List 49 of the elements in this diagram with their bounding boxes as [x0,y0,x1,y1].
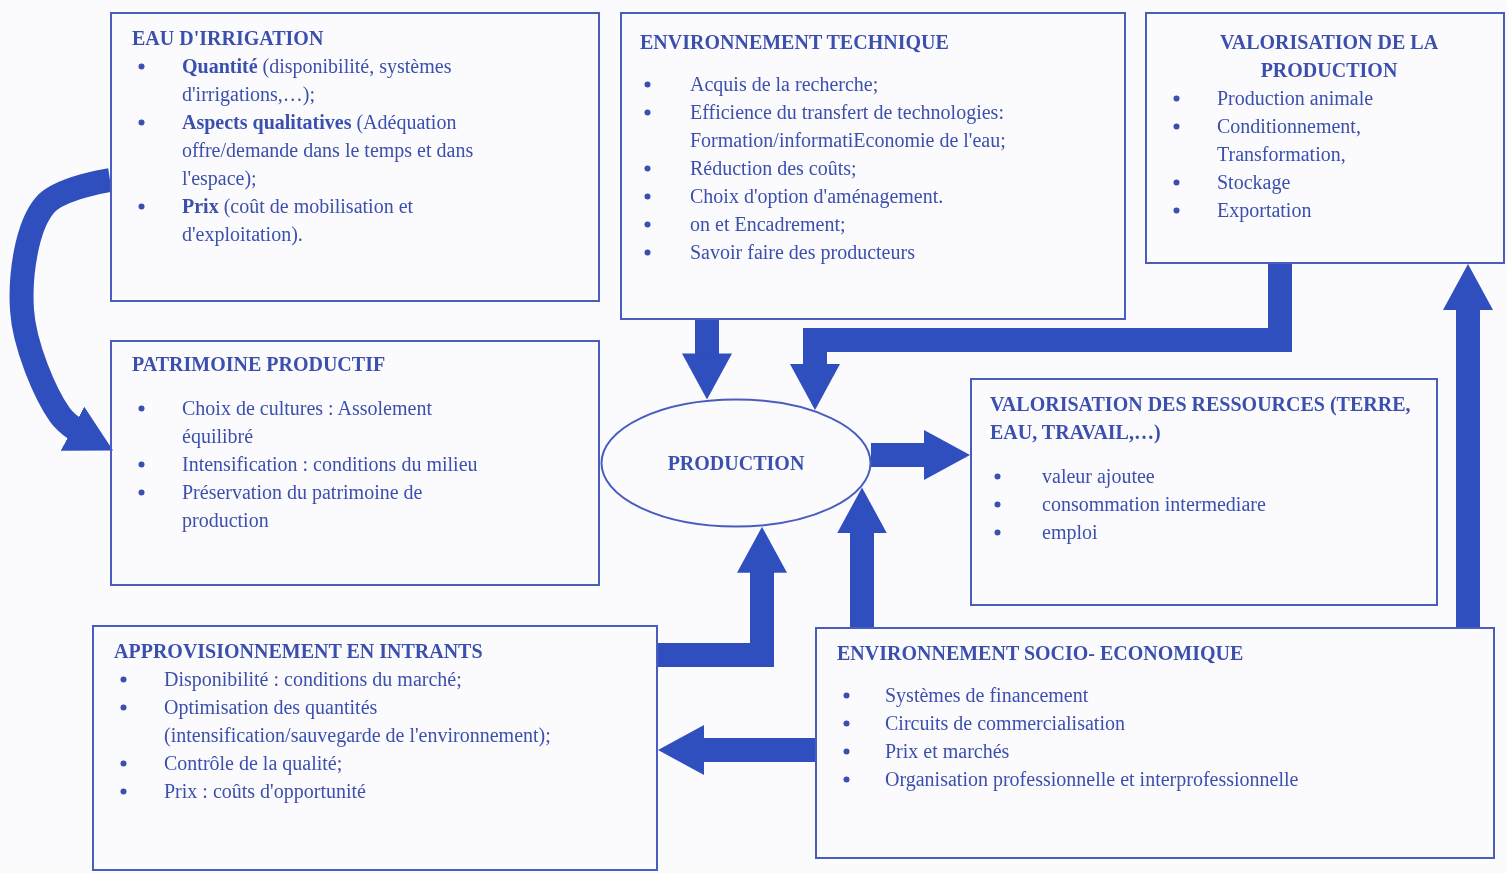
bullet-item: Systèmes de financement [885,684,1089,706]
bullet-item: Stockage [1217,171,1291,193]
production-ellipse [600,398,872,528]
bullet-item: on et Encadrement; [690,213,846,235]
box-heading: EAU D'IRRIGATION [132,26,325,51]
bullet-item: Choix d'option d'aménagement. [690,185,944,207]
text-box [110,340,600,586]
block-arrow [682,320,732,400]
bullet-item: consommation intermediare [1042,493,1266,515]
bullet-item: Intensification : conditions du milieu [182,453,478,475]
bullet-item: Acquis de la recherche; [690,73,879,95]
block-arrow [870,430,970,480]
bullet-item: Exportation [1217,199,1312,221]
block-arrow [658,526,787,667]
text-box [110,12,600,302]
text-box [815,627,1495,859]
block-arrow [658,725,815,775]
node-label: PRODUCTION [667,451,805,476]
bullet-item: Choix de cultures : Assolement équilibré [182,397,432,447]
bullet-item: Efficience du transfert de technologies: Formation/informatiEconomie de l'eau; [690,101,1006,151]
bullet-item: Quantité (disponibilité, systèmes d'irrigations,…); [182,55,452,105]
bullet-item: Prix (coût de mobilisation et d'exploitation). [182,195,414,245]
box-heading: APPROVISIONNEMENT EN INTRANTS [114,639,484,664]
text-box [92,625,658,871]
bullet-item: Préservation du patrimoine de production [182,481,423,531]
bullet-item: Circuits de commercialisation [885,712,1125,734]
text-box [970,378,1438,606]
text-box [1145,12,1505,264]
box-heading: ENVIRONNEMENT SOCIO- ECONOMIQUE [837,641,1245,666]
box-heading: ENVIRONNEMENT TECHNIQUE [640,30,950,55]
bullet-item: emploi [1042,521,1098,543]
block-arrow [837,487,887,627]
bullet-item: Réduction des coûts; [690,157,857,179]
box-heading: PATRIMOINE PRODUCTIF [132,352,387,377]
bullet-item: Prix : coûts d'opportunité [164,780,366,802]
bullet-item: Aspects qualitatives (Adéquation offre/demande dans le temps et dans l'espace); [182,111,474,189]
bullet-item: Disponibilité : conditions du marché; [164,668,462,690]
bullet-item: Production animale [1217,87,1374,109]
bullet-item: Contrôle de la qualité; [164,752,343,774]
bullet-item: Prix et marchés [885,740,1010,762]
box-heading: VALORISATION DE LA PRODUCTION [1218,30,1440,83]
box-heading: VALORISATION DES RESSOURCES (TERRE, EAU, TRAVAIL,…) [990,392,1412,445]
text-box [620,12,1126,320]
bullet-item: valeur ajoutee [1042,465,1155,487]
bullet-item: Organisation professionnelle et interprofessionnelle [885,768,1299,790]
bullet-item: Conditionnement, Transformation, [1217,115,1361,165]
bullet-item: Savoir faire des producteurs [690,241,915,263]
block-arrow [1443,264,1493,627]
bullet-item: Optimisation des quantités (intensification/sauvegarde de l'environnement); [164,696,551,746]
